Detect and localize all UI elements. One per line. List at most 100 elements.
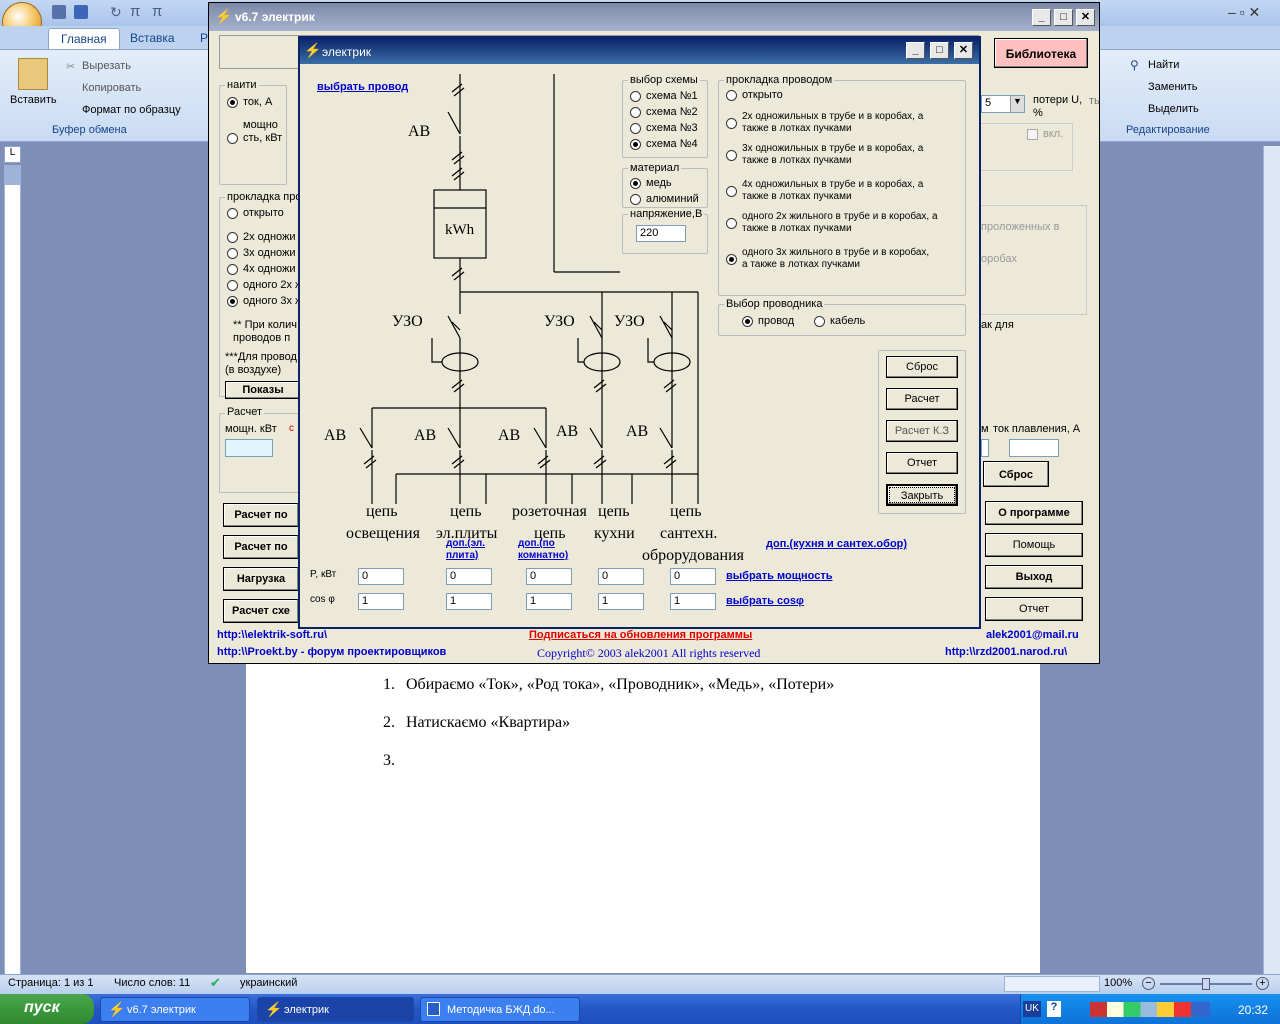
zoom-level[interactable]: 100% bbox=[1104, 977, 1133, 989]
laying-radio-3x[interactable] bbox=[726, 150, 737, 161]
document-page[interactable]: 1. Обираємо «Ток», «Род тока», «Проводни… bbox=[246, 668, 1040, 973]
calc-button-2[interactable]: Расчет по bbox=[223, 535, 299, 559]
main-reset-button[interactable]: Сброс bbox=[983, 461, 1049, 487]
conductor-radio-cable[interactable] bbox=[814, 316, 825, 327]
replace-button[interactable]: Заменить bbox=[1148, 81, 1198, 93]
enable-checkbox[interactable] bbox=[1027, 129, 1038, 140]
library-button[interactable]: Библиотека bbox=[994, 38, 1088, 68]
fuse-input-left[interactable] bbox=[981, 439, 989, 457]
laying-partial-3x[interactable] bbox=[227, 248, 238, 259]
tab-insert[interactable]: Вставка bbox=[130, 31, 175, 45]
forum-link[interactable]: http:\\Proekt.by - форум проектировщиков bbox=[217, 646, 447, 658]
extra-rooms-link[interactable]: доп.(по комнатно) bbox=[518, 538, 569, 561]
minimize-button[interactable]: _ bbox=[1032, 9, 1051, 26]
tab-partial[interactable]: Р bbox=[200, 31, 209, 45]
chevron-down-icon[interactable]: ▼ bbox=[1010, 96, 1024, 112]
scheme-radio-3[interactable] bbox=[630, 123, 641, 134]
scheme-radio-4[interactable] bbox=[630, 139, 641, 150]
laying-radio-open[interactable] bbox=[726, 90, 737, 101]
power-input[interactable] bbox=[225, 439, 273, 457]
power-input-stove[interactable]: 0 bbox=[446, 568, 492, 585]
radio-current[interactable] bbox=[227, 97, 238, 108]
child-window-titlebar[interactable]: электрик bbox=[300, 38, 979, 64]
voltage-input[interactable]: 220 bbox=[636, 225, 686, 242]
language-indicator[interactable]: UK bbox=[1023, 1001, 1041, 1017]
help-icon[interactable]: ? bbox=[1047, 1001, 1061, 1017]
select-power-link[interactable]: выбрать мощность bbox=[726, 570, 833, 582]
about-button[interactable]: О программе bbox=[985, 501, 1083, 525]
scheme-calc-button[interactable]: Расчет схе bbox=[223, 599, 299, 623]
cos-input-stove[interactable]: 1 bbox=[446, 593, 492, 610]
select-wire-link[interactable]: выбрать провод bbox=[317, 81, 409, 93]
cos-input-lighting[interactable]: 1 bbox=[358, 593, 404, 610]
cut-button[interactable]: Вырезать bbox=[82, 60, 131, 72]
short-circuit-button[interactable]: Расчет К.З bbox=[886, 420, 958, 442]
equation-icon[interactable]: π bbox=[130, 3, 141, 20]
cos-input-plumbing[interactable]: 1 bbox=[670, 593, 716, 610]
tray-icons[interactable] bbox=[1090, 1002, 1210, 1017]
child-report-button[interactable]: Отчет bbox=[886, 452, 958, 474]
taskbar-item-word[interactable]: Методичка БЖД.do... bbox=[420, 997, 580, 1022]
child-maximize-button[interactable]: □ bbox=[930, 42, 949, 59]
laying-partial-open[interactable] bbox=[227, 208, 238, 219]
help-button[interactable]: Помощь bbox=[985, 533, 1083, 557]
load-button[interactable]: Нагрузка bbox=[223, 567, 299, 591]
extra-kitchen-link[interactable]: доп.(кухня и сантех.обор) bbox=[766, 538, 908, 550]
material-radio-aluminium[interactable] bbox=[630, 194, 641, 205]
close-button[interactable]: ✕ bbox=[1076, 9, 1095, 26]
status-page[interactable]: Страница: 1 из 1 bbox=[8, 977, 94, 989]
calculate-button[interactable]: Расчет bbox=[886, 388, 958, 410]
laying-partial-2x[interactable] bbox=[227, 232, 238, 243]
maximize-button[interactable]: □ bbox=[1054, 9, 1073, 26]
taskbar-item-main[interactable]: v6.7 электрик bbox=[100, 997, 250, 1022]
format-painter-button[interactable]: Формат по образцу bbox=[82, 104, 181, 116]
close-dialog-button[interactable]: Закрыть bbox=[886, 484, 958, 506]
paste-button[interactable]: Вставить bbox=[10, 94, 57, 106]
select-button[interactable]: Выделить bbox=[1148, 103, 1199, 115]
redo-icon[interactable]: ↻ bbox=[110, 4, 122, 20]
view-buttons[interactable] bbox=[1004, 976, 1100, 992]
conductor-radio-wire[interactable] bbox=[742, 316, 753, 327]
subscribe-link[interactable]: Подписаться на обновления программы bbox=[529, 629, 753, 641]
material-radio-copper[interactable] bbox=[630, 178, 641, 189]
cos-input-kitchen[interactable]: 1 bbox=[598, 593, 644, 610]
radio-power[interactable] bbox=[227, 133, 238, 144]
taskbar-item-child[interactable]: электрик bbox=[257, 997, 414, 1022]
copy-button[interactable]: Копировать bbox=[82, 82, 142, 94]
find-button[interactable]: Найти bbox=[1148, 59, 1180, 71]
child-minimize-button[interactable]: _ bbox=[906, 42, 925, 59]
tab-stop-selector[interactable]: L bbox=[4, 146, 21, 163]
spellcheck-icon[interactable]: ✔ bbox=[210, 975, 221, 990]
scheme-radio-2[interactable] bbox=[630, 107, 641, 118]
site-link-1[interactable]: http:\\elektrik-soft.ru\ bbox=[217, 629, 328, 641]
child-close-button[interactable]: ✕ bbox=[954, 42, 973, 59]
status-words[interactable]: Число слов: 11 bbox=[114, 977, 191, 989]
save-icon[interactable] bbox=[52, 5, 66, 19]
status-language[interactable]: украинский bbox=[240, 977, 298, 989]
show-button[interactable]: Показы bbox=[225, 381, 301, 399]
power-input-kitchen[interactable]: 0 bbox=[598, 568, 644, 585]
start-button[interactable]: пуск bbox=[0, 994, 94, 1024]
cos-input-sockets[interactable]: 1 bbox=[526, 593, 572, 610]
scheme-radio-1[interactable] bbox=[630, 91, 641, 102]
undo-icon[interactable] bbox=[74, 5, 88, 19]
exit-button[interactable]: Выход bbox=[985, 565, 1083, 589]
losses-select[interactable]: 5 ▼ bbox=[981, 95, 1025, 113]
laying-radio-4x[interactable] bbox=[726, 186, 737, 197]
power-input-sockets[interactable]: 0 bbox=[526, 568, 572, 585]
tab-home[interactable]: Главная bbox=[48, 28, 120, 49]
laying-radio-one3[interactable] bbox=[726, 254, 737, 265]
site-link-3[interactable]: http:\\rzd2001.narod.ru\ bbox=[945, 646, 1068, 658]
select-cos-link[interactable]: выбрать cosφ bbox=[726, 595, 804, 607]
email-link[interactable]: alek2001@mail.ru bbox=[986, 629, 1079, 641]
paste-icon[interactable] bbox=[18, 58, 48, 90]
extra-stove-link[interactable]: доп.(эл. плита) bbox=[446, 538, 486, 561]
fuse-input[interactable] bbox=[1009, 439, 1059, 457]
power-input-plumbing[interactable]: 0 bbox=[670, 568, 716, 585]
laying-radio-one2[interactable] bbox=[726, 218, 737, 229]
power-input-lighting[interactable]: 0 bbox=[358, 568, 404, 585]
laying-partial-one2[interactable] bbox=[227, 280, 238, 291]
report-button[interactable]: Отчет bbox=[985, 597, 1083, 621]
laying-radio-2x[interactable] bbox=[726, 118, 737, 129]
equation-icon-2[interactable]: π bbox=[152, 3, 163, 20]
